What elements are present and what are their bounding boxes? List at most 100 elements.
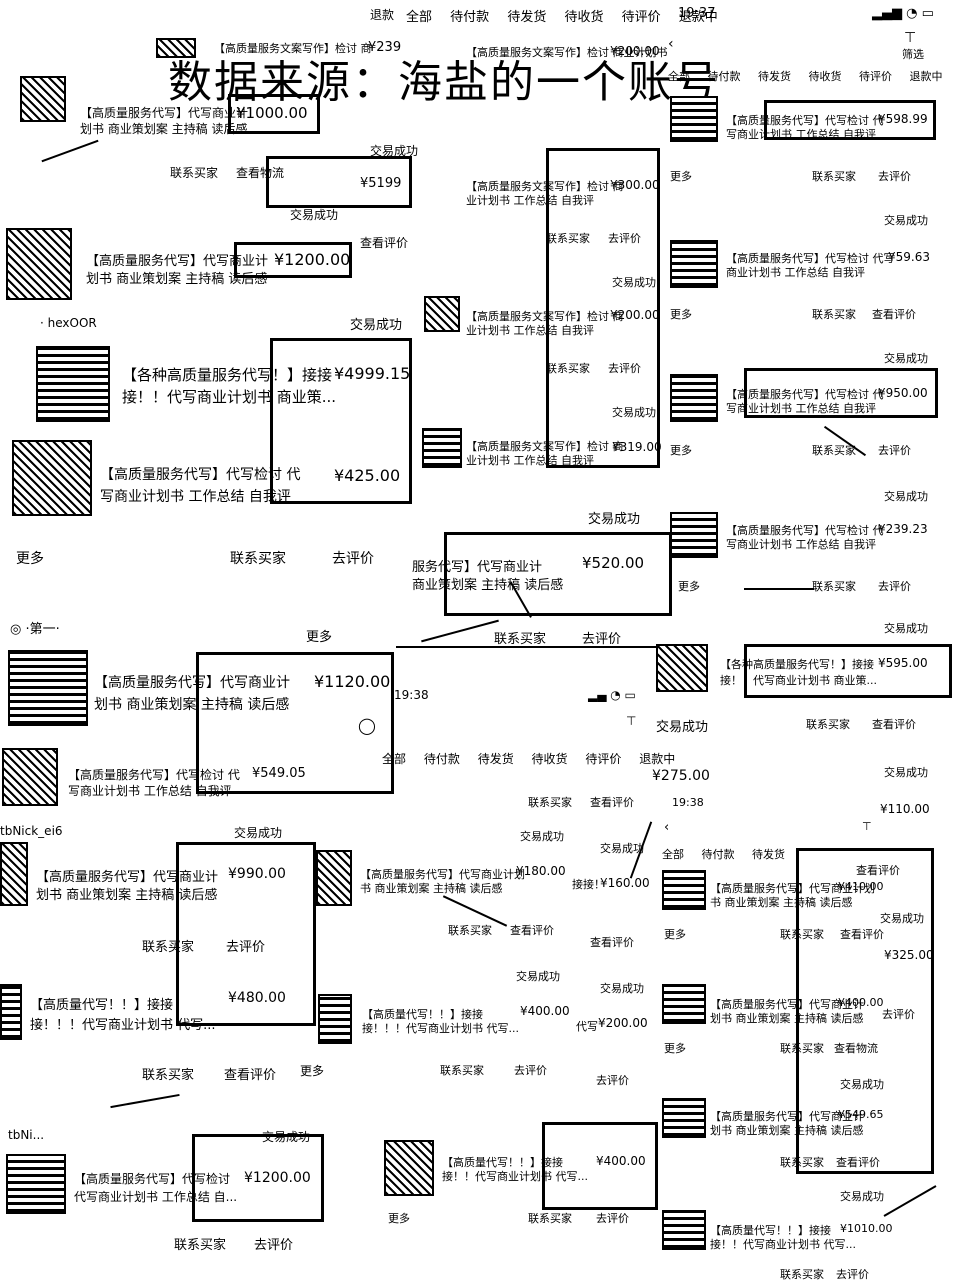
view-review-button[interactable]: 查看评价: [590, 796, 634, 809]
contact-buyer-button[interactable]: 联系买家: [142, 1068, 195, 1083]
back-icon[interactable]: ‹: [664, 820, 670, 835]
review-button[interactable]: 去评价: [582, 632, 622, 647]
tab-pending-ship[interactable]: 待发货: [507, 10, 547, 25]
review-button[interactable]: 去评价: [836, 1268, 869, 1281]
view-review-button[interactable]: 查看评价: [360, 236, 409, 250]
contact-buyer-button[interactable]: 联系买家: [812, 308, 856, 321]
more-button[interactable]: 更多: [16, 551, 44, 567]
tab-refund[interactable]: 退款中: [639, 752, 676, 766]
order-price: ¥400.00: [838, 996, 884, 1009]
shop-name: ◎ ·第一·: [10, 622, 60, 637]
more-button[interactable]: 更多: [664, 1042, 686, 1055]
contact-buyer-button[interactable]: 联系买家: [812, 444, 856, 457]
view-logistics-button[interactable]: 查看物流: [834, 1042, 878, 1055]
contact-buyer-button[interactable]: 联系买家: [142, 940, 195, 955]
tab-pending-ship[interactable]: 待发货: [758, 70, 791, 83]
back-icon[interactable]: ◯: [358, 716, 376, 735]
contact-buyer-button[interactable]: 联系买家: [174, 1238, 227, 1253]
tab-all[interactable]: 全部: [668, 70, 690, 83]
tab-pending-pay[interactable]: 待付款: [707, 70, 741, 83]
more-button[interactable]: 更多: [670, 170, 692, 183]
order-title-line2: 划书 商业策划案 主持稿 读后感: [710, 1124, 864, 1137]
contact-buyer-button[interactable]: 联系买家: [780, 1042, 824, 1055]
review-button[interactable]: 去评价: [878, 444, 911, 457]
review-button[interactable]: 去评价: [514, 1064, 547, 1077]
order-price: ¥1000.00: [236, 104, 308, 122]
contact-buyer-button[interactable]: 联系买家: [780, 1156, 824, 1169]
view-review-button[interactable]: 查看评价: [872, 308, 916, 321]
tab-pending-review[interactable]: 待评价: [621, 10, 661, 25]
contact-buyer-button[interactable]: 联系买家: [806, 718, 850, 731]
status-fragment: 退款: [370, 8, 395, 22]
order-price: ¥319.00: [612, 440, 662, 454]
tab-pending-ship[interactable]: 待发货: [752, 848, 785, 861]
review-button[interactable]: 去评价: [608, 232, 641, 245]
tab-all[interactable]: 全部: [382, 752, 407, 766]
tab-refund[interactable]: 退款中: [678, 10, 718, 25]
contact-buyer-button[interactable]: 联系买家: [448, 924, 492, 937]
tab-pending-pay[interactable]: 待付款: [450, 10, 490, 25]
contact-buyer-button[interactable]: 联系买家: [494, 632, 547, 647]
order-title-line2: 接！！代写商业计划书 商业策...: [122, 388, 337, 406]
more-button[interactable]: 更多: [670, 444, 692, 457]
contact-buyer-button[interactable]: 联系买家: [230, 551, 286, 567]
contact-buyer-button[interactable]: 联系买家: [812, 170, 856, 183]
review-button[interactable]: 去评价: [882, 1008, 915, 1021]
contact-buyer-button[interactable]: 联系买家: [528, 1212, 572, 1225]
order-price: ¥200.00: [610, 308, 660, 322]
tab-pending-review[interactable]: 待评价: [859, 70, 892, 83]
status-text: 交易成功: [840, 1078, 884, 1091]
review-button[interactable]: 去评价: [878, 580, 911, 593]
review-button[interactable]: 去评价: [878, 170, 911, 183]
filter-icon[interactable]: ⊤: [626, 714, 637, 728]
contact-buyer-button[interactable]: 联系买家: [780, 1268, 824, 1281]
status-text: 交易成功: [656, 720, 709, 735]
more-button[interactable]: 更多: [664, 928, 686, 941]
review-button[interactable]: 去评价: [226, 940, 266, 955]
view-review-button[interactable]: 查看评价: [224, 1068, 277, 1083]
more-button[interactable]: 更多: [670, 308, 692, 321]
order-title-line2: 接！！！代写商业计划书 代写...: [30, 1018, 216, 1033]
view-logistics-button[interactable]: 查看物流: [236, 166, 285, 180]
filter-icon[interactable]: ⊤: [862, 820, 872, 833]
view-review-button[interactable]: 查看评价: [510, 924, 554, 937]
more-button[interactable]: 更多: [300, 1064, 325, 1078]
tab-all[interactable]: 全部: [662, 848, 684, 861]
contact-buyer-button[interactable]: 联系买家: [812, 580, 856, 593]
tab-pending-receive[interactable]: 待收货: [531, 752, 568, 766]
review-button[interactable]: 去评价: [596, 1212, 629, 1225]
more-button[interactable]: 更多: [678, 580, 700, 593]
contact-buyer-button[interactable]: 联系买家: [780, 928, 824, 941]
tab-pending-pay[interactable]: 待付款: [701, 848, 735, 861]
contact-buyer-button[interactable]: 联系买家: [440, 1064, 484, 1077]
view-review-button[interactable]: 查看评价: [836, 1156, 880, 1169]
tab-pending-pay[interactable]: 待付款: [423, 752, 460, 766]
filter-icon[interactable]: ⊤: [904, 30, 917, 46]
view-review-button[interactable]: 查看评价: [872, 718, 916, 731]
tab-all[interactable]: 全部: [406, 10, 433, 25]
tab-pending-receive[interactable]: 待收货: [808, 70, 842, 83]
view-review-button[interactable]: 查看评价: [840, 928, 884, 941]
more-button[interactable]: 更多: [388, 1212, 410, 1225]
filter-label[interactable]: 筛选: [902, 48, 924, 61]
tab-pending-review[interactable]: 待评价: [585, 752, 622, 766]
back-icon[interactable]: ‹: [668, 36, 674, 52]
tab-pending-receive[interactable]: 待收货: [564, 10, 604, 25]
contact-buyer-button[interactable]: 联系买家: [546, 232, 590, 245]
contact-buyer-button[interactable]: 联系买家: [170, 166, 219, 180]
status-text: 交易成功: [600, 982, 644, 995]
more-button[interactable]: 更多: [306, 630, 333, 645]
product-thumbnail: [662, 870, 706, 910]
contact-buyer-button[interactable]: 联系买家: [546, 362, 590, 375]
review-button[interactable]: 去评价: [608, 362, 641, 375]
right-tabs: 全部 待付款 待发货 待收货 待评价 退款中: [668, 68, 957, 84]
order-title: 【高质量服务文案写作】检讨 商: [466, 310, 624, 323]
tab-pending-ship[interactable]: 待发货: [477, 752, 514, 766]
contact-buyer-button[interactable]: 联系买家: [528, 796, 572, 809]
review-button[interactable]: 去评价: [332, 551, 374, 567]
view-review-button[interactable]: 查看评价: [590, 936, 634, 949]
review-button[interactable]: 去评价: [254, 1238, 294, 1253]
tab-refund[interactable]: 退款中: [909, 70, 943, 83]
view-review-button[interactable]: 查看评价: [856, 864, 900, 877]
review-button[interactable]: 去评价: [596, 1074, 629, 1087]
